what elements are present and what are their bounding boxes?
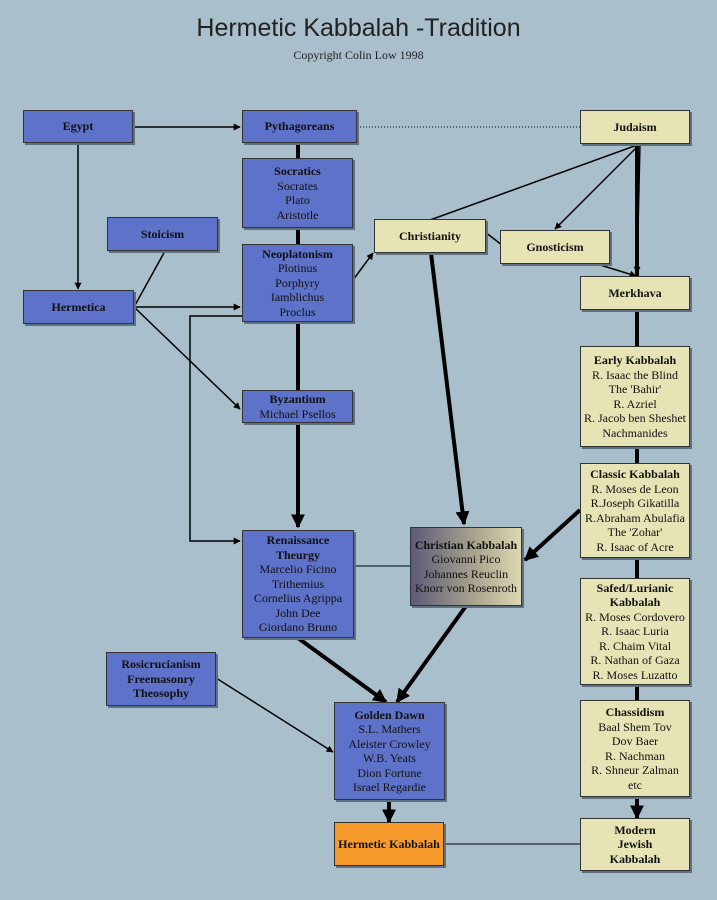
node-early-kabbalah-line: R. Azriel xyxy=(613,396,657,411)
diagram-title: Hermetic Kabbalah -Tradition xyxy=(196,14,521,42)
node-christian-kabbalah-title: Christian Kabbalah xyxy=(414,537,518,552)
link-neoplatonism-christianity xyxy=(352,252,374,281)
link-renaissance-goldendawn xyxy=(296,636,388,704)
node-renaissance-theurgy: Renaissance Theurgy Marcelio Ficino Trit… xyxy=(242,530,354,638)
node-merkhava: Merkhava xyxy=(580,276,690,310)
node-classic-kabbalah-line: The 'Zohar' xyxy=(607,525,663,539)
node-early-kabbalah-line: R. Jacob ben Sheshet xyxy=(584,411,686,425)
node-chassidism: Chassidism Baal Shem Tov Dov Baer R. Nac… xyxy=(580,700,690,797)
node-early-kabbalah-title: Early Kabbalah xyxy=(593,353,677,367)
node-classic-kabbalah-line: R.Abraham Abulafia xyxy=(585,510,685,525)
node-golden-dawn-line: Dion Fortune xyxy=(357,765,422,780)
node-classic-kabbalah: Classic Kabbalah R. Moses de Leon R.Jose… xyxy=(580,463,690,558)
node-renaissance-theurgy-title: Renaissance Theurgy xyxy=(266,533,330,562)
node-socratics-line: Plato xyxy=(285,193,310,207)
node-chassidism-line: R. Shneur Zalman xyxy=(591,763,679,777)
node-neoplatonism: Neoplatonism Plotinus Porphyry Iamblichu… xyxy=(242,244,353,322)
node-hermetica-title: Hermetica xyxy=(51,299,106,314)
node-golden-dawn-title: Golden Dawn xyxy=(354,707,425,722)
node-safed-kabbalah-title: Safed/Lurianic Kabbalah xyxy=(596,580,674,610)
node-neoplatonism-title: Neoplatonism xyxy=(262,246,333,261)
node-golden-dawn-line: Aleister Crowley xyxy=(348,736,431,751)
copyright-note: Copyright Colin Low 1998 xyxy=(293,48,424,62)
node-stoicism: Stoicism xyxy=(107,217,218,251)
link-gnosticism-merkhava xyxy=(596,263,637,278)
node-renaissance-theurgy-line: Giordano Bruno xyxy=(258,620,338,635)
node-gnosticism: Gnosticism xyxy=(500,230,610,264)
node-christianity-title: Christianity xyxy=(398,228,461,243)
node-modern-jewish-kabbalah: Modern Jewish Kabbalah xyxy=(580,818,690,871)
node-safed-kabbalah-line: R. Moses Luzatto xyxy=(592,667,678,682)
link-christiankabbalah-goldendawn xyxy=(395,604,468,704)
node-safed-kabbalah-line: R. Isaac Luria xyxy=(601,624,669,639)
node-egypt-title: Egypt xyxy=(62,119,94,134)
link-christianity-christiankabbalah xyxy=(429,252,470,526)
node-rosicrucianism: Rosicrucianism Freemasonry Theosophy xyxy=(106,652,216,706)
node-golden-dawn-line: Israel Regardie xyxy=(353,780,426,794)
node-early-kabbalah-line: The 'Bahir' xyxy=(608,382,662,396)
link-christianity-gnosticism xyxy=(484,231,503,246)
node-judaism-title: Judaism xyxy=(613,119,657,134)
node-renaissance-theurgy-line: Cornelius Agrippa xyxy=(253,591,343,606)
node-rosicrucianism-title: Rosicrucianism Freemasonry Theosophy xyxy=(121,657,201,701)
link-neoplatonism-renaissance xyxy=(189,315,242,545)
link-judaism-gnosticism xyxy=(554,143,641,230)
node-golden-dawn: Golden Dawn S.L. Mathers Aleister Crowle… xyxy=(334,702,445,800)
node-safed-kabbalah-line: R. Moses Cordovero xyxy=(585,609,685,624)
node-merkhava-title: Merkhava xyxy=(608,285,662,300)
node-renaissance-theurgy-line: John Dee xyxy=(275,605,321,620)
node-pythagoreans-title: Pythagoreans xyxy=(264,119,335,134)
node-modern-jewish-kabbalah-title: Modern Jewish Kabbalah xyxy=(609,822,661,866)
node-christianity: Christianity xyxy=(374,219,486,253)
node-chassidism-title: Chassidism xyxy=(605,705,665,719)
node-golden-dawn-line: S.L. Mathers xyxy=(358,722,421,736)
node-chassidism-line: R. Nachman xyxy=(605,748,665,763)
node-stoicism-title: Stoicism xyxy=(140,226,185,241)
node-socratics-title: Socratics xyxy=(274,164,321,178)
node-byzantium-title: Byzantium xyxy=(269,392,326,406)
node-early-kabbalah-line: Nachmanides xyxy=(602,425,668,440)
link-rosicrucianism-goldendawn xyxy=(215,677,334,753)
node-neoplatonism-line: Proclus xyxy=(279,304,316,319)
node-christian-kabbalah-line: Giovanni Pico xyxy=(431,552,501,566)
node-christian-kabbalah: Christian Kabbalah Giovanni Pico Johanne… xyxy=(410,527,522,606)
node-hermetica: Hermetica xyxy=(23,290,134,324)
node-christian-kabbalah-line: Johannes Reuclin xyxy=(423,566,509,581)
node-egypt: Egypt xyxy=(23,110,133,143)
link-classic-christiankabbalah xyxy=(523,508,582,562)
node-hermetic-kabbalah-title: Hermetic Kabbalah xyxy=(338,836,440,851)
node-classic-kabbalah-line: R. Moses de Leon xyxy=(591,481,679,496)
link-hermetica-byzantium xyxy=(133,306,241,410)
node-byzantium: Byzantium Michael Psellos xyxy=(242,390,353,423)
link-judaism-christianity xyxy=(429,143,641,221)
node-byzantium-line: Michael Psellos xyxy=(259,406,336,421)
node-neoplatonism-line: Porphyry xyxy=(275,275,320,290)
node-chassidism-line: Baal Shem Tov xyxy=(598,719,672,734)
node-judaism: Judaism xyxy=(580,110,690,144)
node-socratics: Socratics Socrates Plato Aristotle xyxy=(242,158,353,228)
node-golden-dawn-line: W.B. Yeats xyxy=(363,751,416,765)
node-safed-kabbalah-line: R. Chaim Vital xyxy=(598,638,672,653)
node-classic-kabbalah-title: Classic Kabbalah xyxy=(590,467,680,481)
node-socratics-line: Aristotle xyxy=(276,207,319,222)
node-chassidism-line: etc xyxy=(628,777,642,792)
node-renaissance-theurgy-line: Marcelio Ficino xyxy=(259,562,337,577)
link-stoicism-hermetica xyxy=(133,250,166,308)
node-pythagoreans: Pythagoreans xyxy=(242,110,357,143)
node-safed-kabbalah: Safed/Lurianic Kabbalah R. Moses Cordove… xyxy=(580,578,690,685)
node-renaissance-theurgy-line: Trithemius xyxy=(271,576,325,591)
node-classic-kabbalah-line: R.Joseph Gikatilla xyxy=(590,496,680,510)
node-gnosticism-title: Gnosticism xyxy=(526,239,584,254)
node-socratics-line: Socrates xyxy=(277,178,318,193)
node-christian-kabbalah-line: Knorr von Rosenroth xyxy=(415,581,517,595)
node-hermetic-kabbalah: Hermetic Kabbalah xyxy=(334,822,444,866)
node-early-kabbalah-line: R. Isaac the Blind xyxy=(592,367,678,382)
node-safed-kabbalah-line: R. Nathan of Gaza xyxy=(590,653,680,668)
node-classic-kabbalah-line: R. Isaac of Acre xyxy=(596,539,674,554)
node-neoplatonism-line: Iamblichus xyxy=(270,290,325,305)
node-chassidism-line: Dov Baer xyxy=(611,734,659,748)
node-early-kabbalah: Early Kabbalah R. Isaac the Blind The 'B… xyxy=(580,346,690,447)
node-neoplatonism-line: Plotinus xyxy=(277,261,318,276)
